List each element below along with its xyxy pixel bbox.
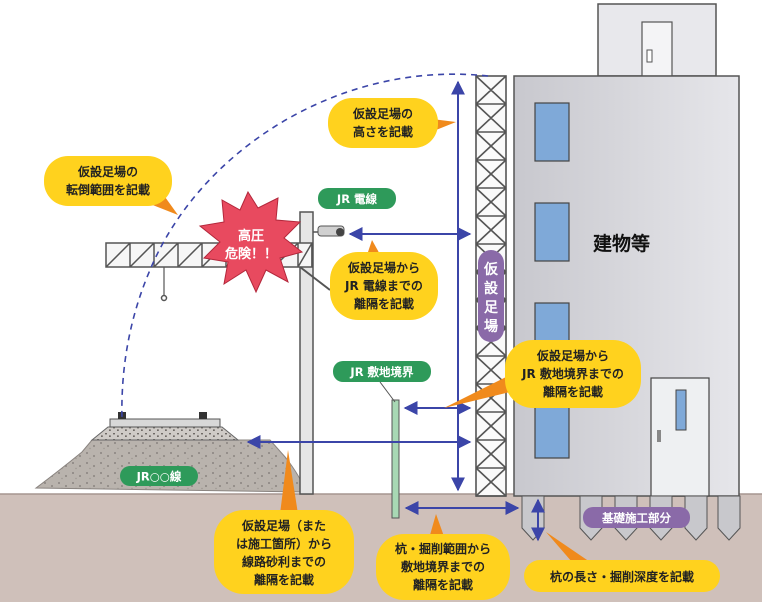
callout-to-boundary: 仮設足場から JR 敷地境界までの 離隔を記載 (444, 340, 641, 408)
callout-fall-range: 仮設足場の 転倒範囲を記載 (44, 156, 178, 215)
jr-wire-tag-text: JR 電線 (336, 192, 378, 206)
danger-text-line2: 危険！！ (225, 246, 277, 262)
svg-text:離隔を記載: 離隔を記載 (413, 577, 473, 592)
building-label: 建物等 (593, 232, 650, 255)
jr-wire-point (336, 228, 344, 236)
jr-line-tag (120, 466, 198, 486)
svg-text:JR 敷地境界までの: JR 敷地境界までの (521, 366, 624, 381)
building (513, 3, 740, 497)
svg-text:杭の長さ・掘削深度を記載: 杭の長さ・掘削深度を記載 (550, 569, 694, 584)
scaffold-tag-char: 場 (484, 318, 498, 335)
site-boundary-tag-text: JR 敷地境界 (349, 365, 414, 379)
callout-to-wire: 仮設足場から JR 電線までの 離隔を記載 (330, 240, 438, 320)
jr-line-tag-text: JR○○線 (136, 470, 182, 484)
callout-to-track: 仮設足場（また は施工箇所）から 線路砂利までの 離隔を記載 (214, 450, 354, 594)
svg-text:離隔を記載: 離隔を記載 (354, 296, 414, 311)
svg-text:仮設足場の: 仮設足場の (352, 106, 413, 121)
svg-text:は施工箇所）から: は施工箇所）から (236, 536, 332, 551)
scaffold-tag (478, 250, 504, 342)
scaffold-tag-char: 仮 (483, 261, 499, 278)
foundation-tag-text: 基礎施工部分 (601, 511, 671, 525)
svg-text:敷地境界までの: 敷地境界までの (401, 559, 485, 574)
window (534, 399, 570, 459)
svg-text:転倒範囲を記載: 転倒範囲を記載 (66, 182, 150, 197)
jr-wire-tag (318, 188, 396, 209)
svg-text:杭・掘削範囲から: 杭・掘削範囲から (395, 541, 491, 556)
danger-burst (198, 190, 304, 294)
svg-text:離隔を記載: 離隔を記載 (254, 572, 314, 587)
svg-text:高さを記載: 高さを記載 (353, 124, 413, 139)
svg-text:仮設足場（また: 仮設足場（また (241, 518, 326, 533)
site-boundary-tag (333, 361, 431, 382)
svg-text:JR 電線までの: JR 電線までの (344, 278, 423, 293)
svg-text:離隔を記載: 離隔を記載 (543, 384, 603, 399)
ballast-bed (90, 426, 240, 441)
foundation-tag (583, 507, 690, 528)
dimension-arrows (246, 80, 545, 542)
rail-sleeper (109, 418, 221, 428)
svg-text:仮設足場の: 仮設足場の (77, 164, 138, 179)
boundary-post (391, 399, 400, 519)
callout-height: 仮設足場の 高さを記載 (328, 98, 456, 148)
scaffold-tag-char: 設 (484, 280, 499, 297)
callout-pile-range: 杭・掘削範囲から 敷地境界までの 離隔を記載 (376, 514, 510, 600)
danger-text-line1: 高圧 (238, 228, 264, 244)
fall-range-arc (121, 73, 489, 421)
svg-text:線路砂利までの: 線路砂利までの (242, 554, 326, 569)
scaffold-tag-char: 足 (484, 300, 499, 316)
callout-pile-length: 杭の長さ・掘削深度を記載 (524, 532, 720, 592)
window (534, 102, 570, 162)
svg-text:仮設足場から: 仮設足場から (347, 260, 420, 275)
window (534, 202, 570, 262)
svg-text:仮設足場から: 仮設足場から (536, 348, 609, 363)
